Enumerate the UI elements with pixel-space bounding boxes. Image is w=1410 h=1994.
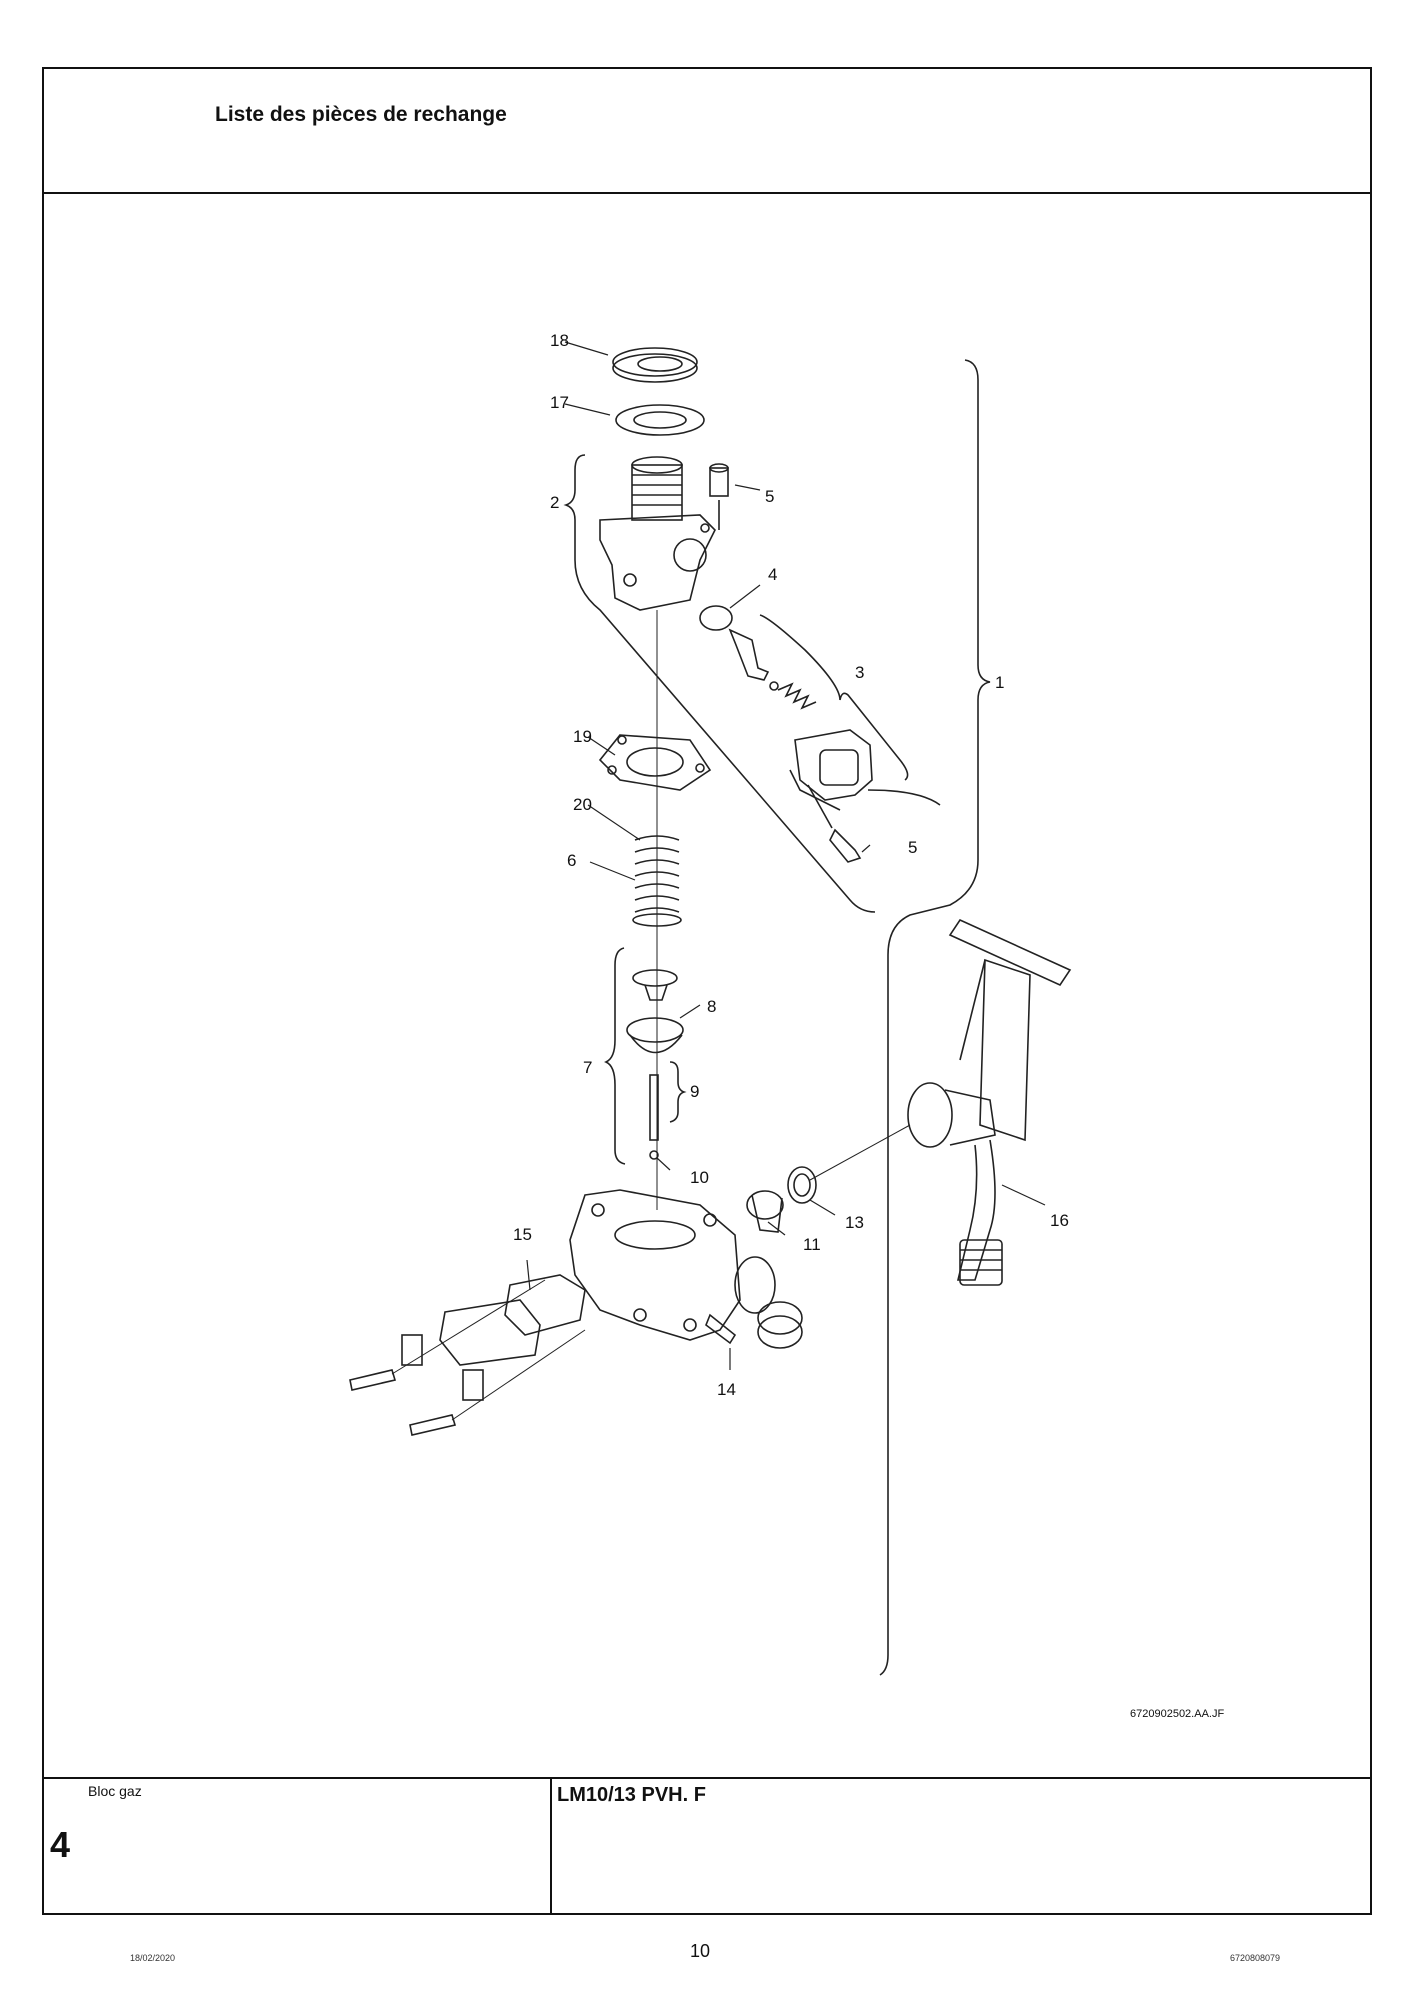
callout-16: 11 [803,1235,821,1254]
part-19-cover-gasket [349,1274,586,1436]
callout-17: 13 [845,1213,864,1232]
gas-valve-body [569,1189,776,1341]
cap-nut [757,1301,803,1349]
group-bracket-2 [563,454,876,913]
group-bracket-14 [669,1061,687,1123]
callout-5-top: 5 [765,487,774,506]
part-18-screw [705,1313,737,1345]
part-15-ball [649,1150,659,1160]
group-bracket-11 [604,947,626,1165]
footer-column-divider [550,1777,552,1915]
section-number: 4 [50,1824,71,1865]
callout-3: 3 [855,663,864,682]
part-14-pin [649,1074,659,1141]
part-16-filter [746,1190,784,1233]
figure-reference: 6720902502.AA.JF [1130,1708,1225,1720]
callout-15: 10 [690,1168,709,1187]
part-17-seal [787,1166,817,1204]
callout-6: 17 [550,393,569,412]
part-7-nut [612,347,698,383]
callout-11: 7 [583,1058,592,1077]
footer-divider [42,1777,1372,1779]
callout-8: 19 [573,727,592,746]
part-20-pipe-bracket [907,918,1072,1286]
footer-date: 18/02/2020 [130,1953,176,1963]
header-divider [42,192,1372,194]
part-6-washer [615,404,705,436]
callout-13: 8 [707,997,716,1016]
callout-20: 16 [1050,1211,1069,1230]
part-4-oring [699,605,733,631]
part-11-diaphragm-set [626,969,684,1054]
part-2-body [599,456,716,611]
callout-1: 1 [995,673,1004,692]
callout-leaders [526,341,1046,1370]
footer-doc-number: 6720808079 [1230,1953,1281,1963]
group-bracket-1 [879,359,991,1676]
part-9-10-springs [632,835,682,927]
callout-7: 18 [550,331,569,350]
callout-2: 2 [550,493,559,512]
callout-19: 15 [513,1225,532,1244]
callout-14: 9 [690,1082,699,1101]
valve-spring [769,681,817,710]
solenoid-coil [789,729,941,811]
page-number: 10 [690,1941,711,1961]
valve-stem [728,628,770,681]
pipe-axis [809,1124,911,1181]
callout-4: 4 [768,565,777,584]
page-frame [42,67,1372,1915]
page-title: Liste des pièces de rechange [215,103,507,126]
part-5-screw-bottom [807,784,862,863]
group-bracket-3 [759,614,909,781]
callout-18: 14 [717,1380,736,1399]
callout-5-bottom: 5 [908,838,917,857]
section-label: Bloc gaz [88,1783,142,1799]
part-5-screw-top [709,463,729,530]
callout-10: 6 [567,851,576,870]
callout-9: 20 [573,795,592,814]
model-name: LM10/13 PVH. F [557,1784,706,1806]
part-8-gasket [598,734,712,791]
